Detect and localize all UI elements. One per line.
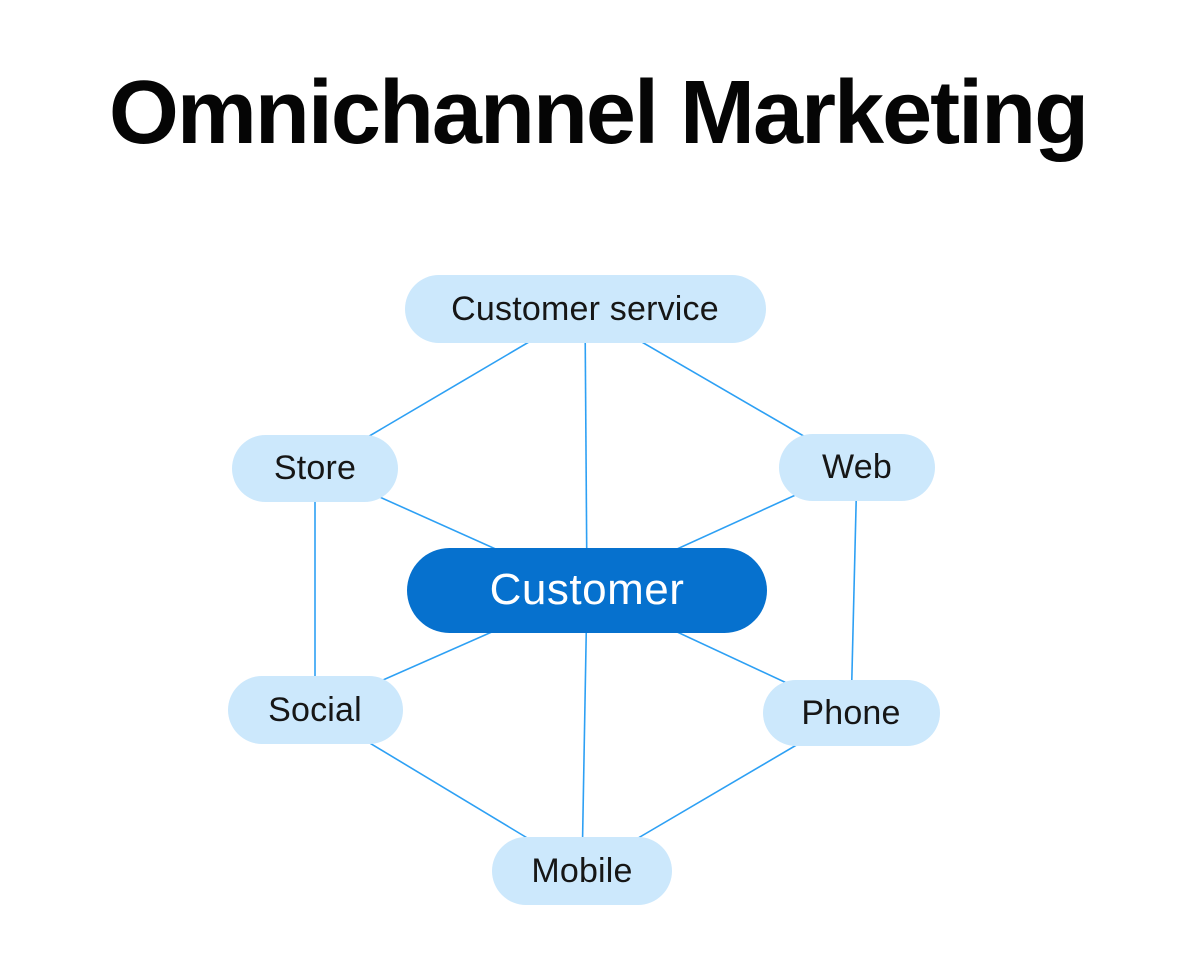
edge-customer-service-customer: [584, 308, 588, 591]
node-customer-service: Customer service: [404, 275, 766, 343]
node-label-web: Web: [822, 447, 892, 486]
node-label-phone: Phone: [801, 693, 901, 732]
node-label-customer: Customer: [489, 565, 685, 614]
node-mobile: Mobile: [492, 837, 672, 905]
edge-mobile-customer: [581, 589, 588, 872]
node-label-mobile: Mobile: [531, 851, 633, 890]
node-social: Social: [227, 676, 403, 744]
node-web: Web: [779, 433, 935, 501]
node-store: Store: [232, 434, 398, 502]
page-title: Omnichannel Marketing: [108, 63, 1089, 163]
node-label-customer-service: Customer service: [451, 289, 719, 328]
node-label-store: Store: [273, 448, 357, 487]
node-phone: Phone: [762, 680, 940, 746]
node-label-social: Social: [268, 690, 362, 729]
edge-web-phone: [850, 466, 858, 714]
node-customer: Customer: [407, 547, 767, 633]
